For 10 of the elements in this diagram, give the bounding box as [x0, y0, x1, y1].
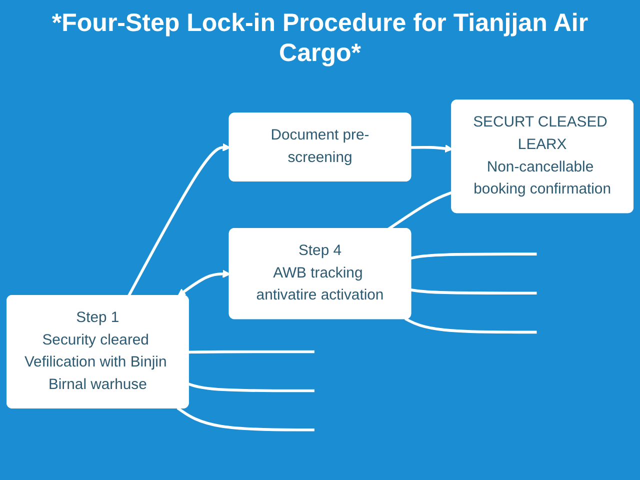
arrow [177, 270, 231, 297]
connector [188, 350, 314, 354]
connector [410, 288, 537, 294]
title: *Four-Step Lock-in Procedure for Tianjjan Air Cargo* [50, 8, 590, 68]
connector [176, 406, 314, 432]
arrow [410, 144, 453, 153]
arrow [127, 143, 231, 298]
connector [404, 317, 537, 334]
connector [410, 252, 537, 260]
connector [188, 382, 314, 392]
